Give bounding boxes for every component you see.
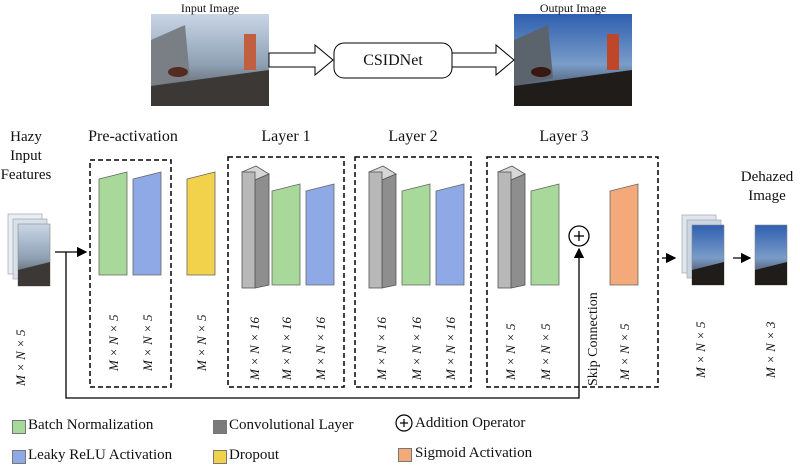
layer1-title: Layer 1 [261,128,311,145]
input-dim-label: M × N × 5 [13,329,28,386]
leaky-relu-layer [435,183,465,286]
dehazed-image-stack [754,224,788,286]
layer1-lrelu-dim: M × N × 16 [313,316,328,380]
output-stack-dim: M × N × 5 [693,321,708,378]
leaky-relu-layer [305,183,335,286]
legend-conv: Convolutional Layer [229,417,354,433]
dehazed-image-label: Dehazed Image [734,168,800,206]
layer2-box [354,156,472,388]
batch-norm-layer [401,183,431,286]
legend-batch-norm: Batch Normalization [28,417,154,433]
batch-norm-swatch [12,420,26,434]
input-image-label: Input Image [180,1,240,15]
batch-norm-layer [98,171,128,276]
addition-operator [568,225,590,247]
sigmoid-layer [609,183,639,286]
layer3-conv-dim: M × N × 5 [503,323,518,380]
layer2-conv-dim: M × N × 16 [374,316,389,380]
conv-layer-2 [368,165,397,289]
layer2-title: Layer 2 [388,128,438,145]
skip-connection-line [65,247,585,399]
conv-layer-3 [497,165,526,289]
block-arrow-in [268,43,334,77]
legend-leaky-relu: Leaky ReLU Activation [28,447,173,463]
dehazed-dim: M × N × 3 [763,321,778,378]
pre-activation-title: Pre-activation [88,128,178,145]
output-stack [681,214,725,286]
conv-layer-1 [241,165,270,289]
layer2-lrelu-dim: M × N × 16 [443,316,458,380]
sigmoid-swatch [398,448,412,462]
hazy-input-label: Hazy Input Features [0,128,52,185]
dropout-layer [186,171,216,276]
batch-norm-layer [271,183,301,286]
legend-addition: Addition Operator [415,415,526,431]
pre-lrelu-dim: M × N × 5 [140,314,155,371]
layer3-title: Layer 3 [539,128,589,145]
hazy-input-stack [7,213,51,287]
output-image-photo [514,14,632,106]
hazy-line-2: Input [10,148,42,164]
output-image-label: Output Image [539,1,607,15]
layer3-bn-dim: M × N × 5 [538,323,553,380]
block-arrow-out [450,43,515,77]
input-image-photo [151,14,269,106]
addition-operator-icon [395,414,413,432]
sigmoid-dim: M × N × 5 [617,323,632,380]
leaky-relu-layer [132,171,162,276]
layer1-conv-dim: M × N × 16 [247,316,262,380]
batch-norm-layer [530,183,560,286]
dropout-swatch [213,450,227,464]
legend-dropout: Dropout [229,447,279,463]
pre-bn-dim: M × N × 5 [106,314,121,371]
csidnet-label: CSIDNet [363,52,423,69]
skip-connection-label: Skip Connection [586,292,601,386]
layer2-bn-dim: M × N × 16 [409,316,424,380]
conv-swatch [213,420,227,434]
legend-sigmoid: Sigmoid Activation [415,445,533,461]
csidnet-box [333,42,453,79]
layer1-bn-dim: M × N × 16 [279,316,294,380]
hazy-line-1: Hazy [10,129,42,145]
hazy-line-3: Features [0,167,52,183]
dropout-dim: M × N × 5 [194,314,209,371]
layer1-box [227,156,345,388]
pre-activation-box [89,159,172,388]
dehazed-line-1: Dehazed [740,169,794,185]
leaky-relu-swatch [12,450,26,464]
dehazed-line-2: Image [748,188,786,204]
